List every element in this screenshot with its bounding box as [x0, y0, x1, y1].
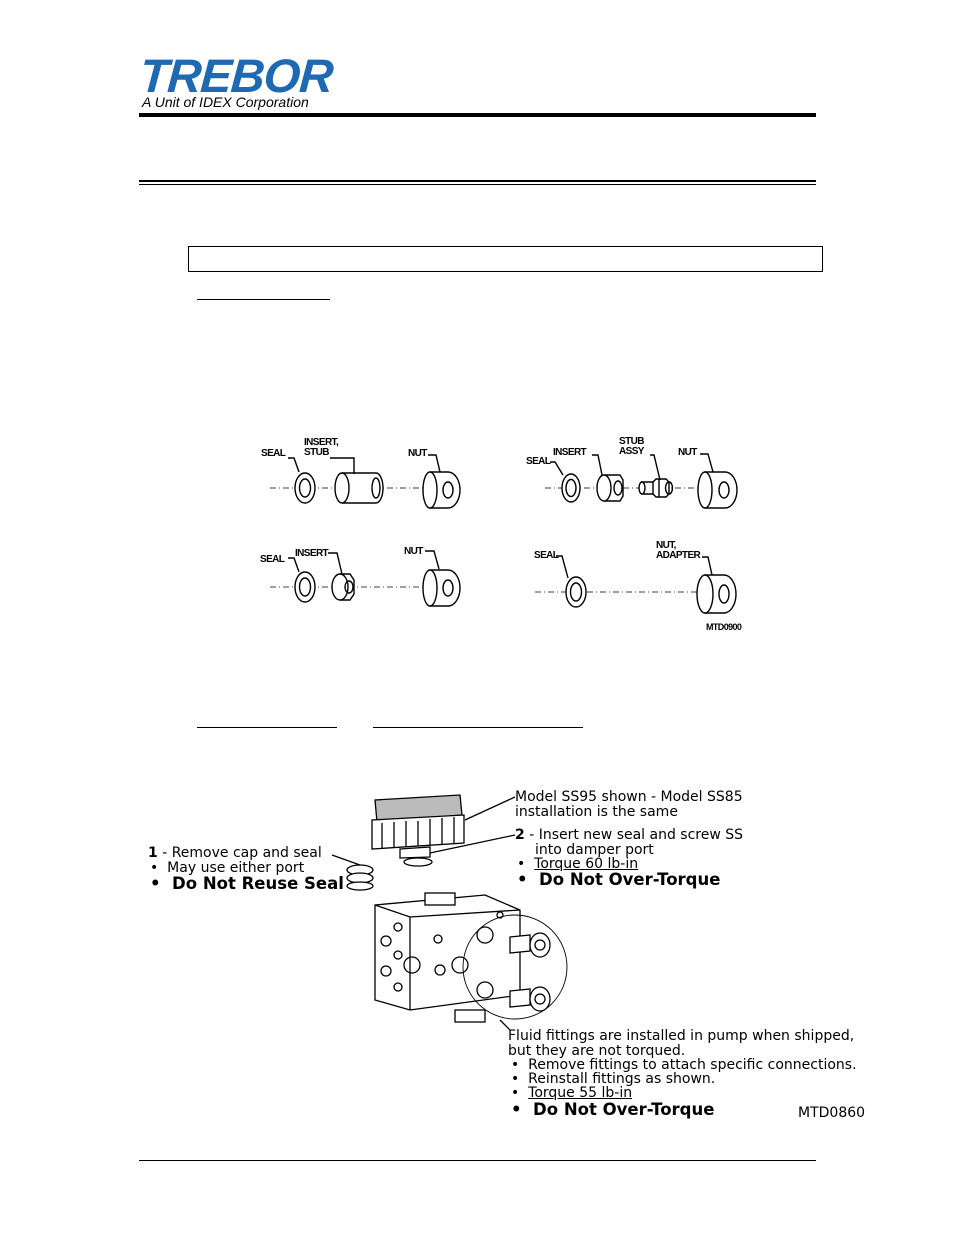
step1-text: - Remove cap and seal — [157, 845, 322, 861]
bullet: • — [150, 860, 159, 876]
damper-installation-diagram — [331, 794, 568, 1030]
fluid-bullet2-text: Reinstall fittings as shown. — [528, 1071, 716, 1087]
label-seal-4: SEAL — [534, 550, 559, 561]
label-seal-1: SEAL — [261, 448, 286, 459]
step1-number: 1 — [148, 845, 158, 861]
subheading-underline-2 — [197, 727, 337, 728]
figure-id-mtd0900: MTD0900 — [706, 622, 742, 632]
bullet: • — [511, 1071, 520, 1087]
step2-bullet2: • Do Not Over-Torque — [517, 871, 720, 889]
step2-bullet1-text: Torque 60 lb-in — [534, 856, 639, 872]
step2-bullet2-text: Do Not Over-Torque — [539, 870, 721, 889]
step1-bullet2-text: Do Not Reuse Seal — [172, 874, 344, 893]
subheading-underline-3 — [373, 727, 583, 728]
fluid-bullet1-text: Remove fittings to attach specific conne… — [528, 1057, 857, 1073]
model-note-line2: installation is the same — [515, 804, 678, 820]
step1-bullet1-text: May use either port — [167, 860, 305, 876]
fluid-bullet1: • Remove fittings to attach specific con… — [511, 1058, 857, 1073]
fluid-note-line2: but they are not torqued. — [508, 1043, 686, 1059]
fluid-bullet2: • Reinstall fittings as shown. — [511, 1072, 715, 1087]
trebor-logo: TREBOR — [138, 49, 335, 102]
section-rule-bottom — [139, 184, 816, 185]
bullet: • — [511, 1057, 520, 1073]
fluid-bullet3-text: Torque 55 lb-in — [528, 1085, 633, 1101]
step2-bullet1: • Torque 60 lb-in — [517, 857, 638, 872]
label-stub-assy: STUB ASSY — [619, 436, 644, 457]
fluid-note-line1: Fluid fittings are installed in pump whe… — [508, 1028, 855, 1044]
step2-text-line2: into damper port — [535, 842, 654, 858]
section-title-box — [188, 246, 823, 272]
logo-tagline: A Unit of IDEX Corporation — [142, 94, 309, 110]
bullet: • — [150, 874, 161, 893]
label-nut-2: NUT — [678, 447, 697, 458]
label-seal-3: SEAL — [260, 554, 285, 565]
step2-text: - Insert new seal and screw SS — [524, 827, 744, 843]
figure-id-mtd0860: MTD0860 — [798, 1105, 866, 1121]
section-rule-top — [139, 180, 816, 182]
bullet: • — [517, 856, 526, 872]
bullet: • — [511, 1085, 520, 1101]
fluid-bullet3: • Torque 55 lb-in — [511, 1086, 632, 1101]
bullet: • — [517, 870, 528, 889]
model-note-line1: Model SS95 shown - Model SS85 — [515, 789, 743, 805]
step1-heading: 1 - Remove cap and seal — [148, 846, 322, 861]
header-rule — [139, 113, 816, 117]
step2-heading: 2 - Insert new seal and screw SS — [515, 828, 743, 843]
label-insert-stub: INSERT, STUB — [304, 437, 339, 458]
footer-rule — [139, 1160, 816, 1161]
fluid-bullet4: • Do Not Over-Torque — [511, 1101, 714, 1119]
step1-bullet1: • May use either port — [150, 861, 304, 876]
label-nut-adapter: NUT, ADAPTER — [656, 540, 701, 561]
subheading-underline — [197, 299, 330, 300]
label-seal-2: SEAL — [526, 456, 551, 467]
step2-number: 2 — [515, 827, 525, 843]
bullet: • — [511, 1100, 522, 1119]
step1-bullet2: • Do Not Reuse Seal — [150, 875, 344, 893]
label-insert-2: INSERT — [295, 548, 329, 559]
fluid-bullet4-text: Do Not Over-Torque — [533, 1100, 715, 1119]
label-nut-3: NUT — [404, 546, 423, 557]
label-nut-1: NUT — [408, 448, 427, 459]
fittings-exploded-diagram — [270, 453, 738, 614]
label-insert-1: INSERT — [553, 447, 587, 458]
